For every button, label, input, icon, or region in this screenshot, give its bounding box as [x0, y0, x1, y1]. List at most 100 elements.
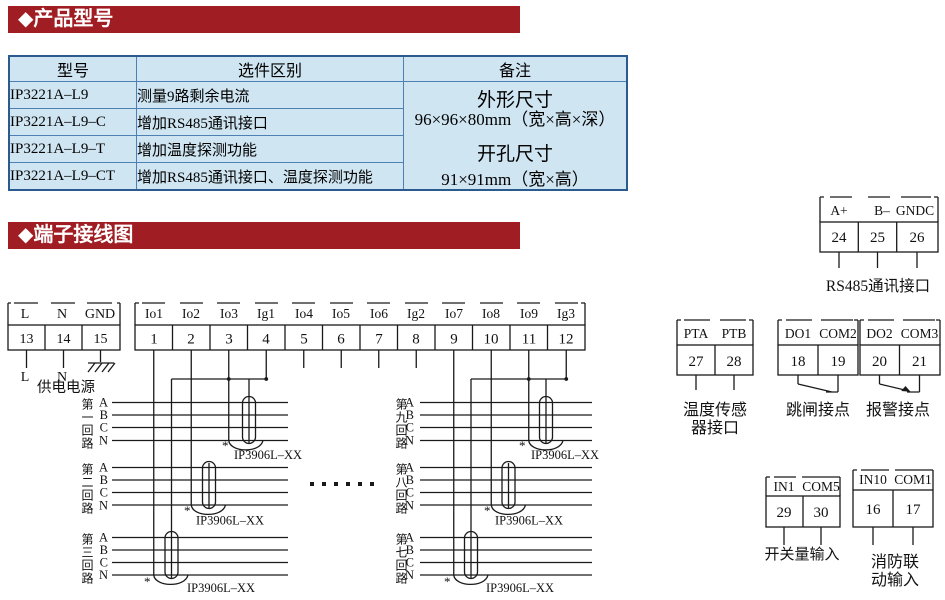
terminal-5: 5 [300, 332, 308, 348]
phase-a: A [99, 461, 108, 475]
phase-c: C [406, 556, 414, 570]
table-row: IP3221A–L9–CT 增加RS485通讯接口、温度探测功能 [8, 162, 627, 191]
phase-a: A [99, 531, 108, 545]
section-title-product-model: ◆产品型号 [8, 6, 520, 33]
circuit-label-3: 第三回路 [80, 533, 94, 585]
main-label-io2: Io2 [182, 306, 200, 321]
remark-line1: 外形尺寸 [476, 90, 553, 111]
circuit-label-7: 第七回路 [394, 533, 408, 585]
temp-label-pta: PTA [684, 326, 709, 341]
ground-symbol [87, 362, 116, 373]
terminal-12: 12 [559, 332, 574, 348]
terminal-11: 11 [522, 332, 536, 348]
ct8-label: IP3906L–XX [495, 514, 563, 528]
terminal-10: 10 [484, 332, 499, 348]
phase-c: C [406, 486, 414, 500]
rs485-caption: RS485通讯接口 [826, 277, 930, 295]
temp-caption-line2: 器接口 [691, 419, 739, 437]
terminal-8: 8 [412, 332, 420, 348]
power-label-l: L [21, 307, 30, 322]
phase-lines-left [112, 401, 288, 576]
main-label-io8: Io8 [482, 306, 500, 321]
main-block-label-sides [134, 303, 586, 325]
phase-a: A [99, 396, 108, 410]
alarm-contact-block [859, 319, 941, 393]
terminal-4: 4 [262, 332, 270, 348]
terminal-25: 25 [870, 230, 885, 246]
main-label-io3: Io3 [220, 306, 238, 321]
temp-sensor-block [676, 319, 754, 390]
ct-circuit-8 [490, 460, 527, 516]
ct2-label: IP3906L–XX [196, 514, 264, 528]
terminal-15: 15 [94, 332, 108, 347]
connector-right [470, 378, 567, 532]
ellipsis-dots [310, 482, 374, 486]
table-row: IP3221A–L9 测量9路剩余电流 外形尺寸 96×96×80mm（宽×高×… [8, 80, 628, 191]
ct7-polarity-mark: * [444, 574, 451, 589]
phase-a: A [405, 461, 414, 475]
product-model-table: 型号 选件区别 备注 IP3221A–L9 测量9路剩余电流 外形尺寸 96×9… [8, 55, 628, 191]
power-label-n: N [57, 307, 67, 322]
phase-b: B [100, 408, 108, 422]
option-cell: 增加RS485通讯接口 [136, 108, 404, 137]
ct3-polarity-mark: * [144, 574, 151, 589]
fire-label-in10: IN10 [859, 472, 887, 487]
phase-n: N [99, 499, 108, 513]
terminal-2: 2 [187, 332, 195, 348]
power-label-gnd: GND [85, 307, 115, 322]
col-header-model: 型号 [8, 55, 137, 82]
terminal-21: 21 [912, 354, 927, 370]
main-label-io4: Io4 [295, 306, 313, 321]
power-n-label: N [57, 370, 67, 385]
terminal-24: 24 [832, 230, 848, 246]
terminal-26: 26 [910, 230, 926, 246]
remark-line4: 91×91mm（宽×高） [441, 170, 589, 189]
terminal-13: 13 [20, 332, 34, 347]
circuit-label-8: 第八回路 [394, 463, 408, 515]
terminal-14: 14 [57, 332, 71, 347]
remark-line2: 96×96×80mm（宽×高×深） [414, 110, 616, 129]
junction-dots [226, 377, 569, 381]
phase-c: C [100, 486, 108, 500]
ct-circuit-9 [528, 379, 564, 451]
connector-left [170, 378, 267, 532]
col-header-option: 选件区别 [136, 55, 404, 82]
terminal-27: 27 [689, 354, 705, 370]
phase-b: B [406, 543, 414, 557]
switch-input-caption: 开关量输入 [764, 546, 839, 563]
terminal-17: 17 [906, 502, 922, 518]
terminal-9: 9 [450, 332, 458, 348]
phase-n: N [405, 434, 414, 448]
fire-input-block [852, 469, 934, 545]
ct1-label: IP3906L–XX [234, 448, 302, 462]
power-l-label: L [21, 370, 30, 385]
terminal-6: 6 [337, 332, 345, 348]
temp-label-ptb: PTB [722, 326, 747, 341]
alarm-label-com3: COM3 [901, 326, 939, 341]
temp-caption-line1: 温度传感 [683, 401, 747, 419]
ct-circuit-3 [153, 530, 189, 586]
model-cell: IP3221A–L9 [8, 80, 137, 110]
power-block-label-sides [7, 303, 121, 325]
circuit-label-2: 第二回路 [80, 463, 94, 515]
rs485-label-gndc: GNDC [896, 203, 934, 218]
rs485-block [819, 196, 939, 268]
model-cell: IP3221A–L9–T [8, 135, 137, 164]
section-title-wiring-diagram: ◆端子接线图 [8, 222, 520, 249]
ct9-label: IP3906L–XX [531, 448, 599, 462]
phase-b: B [100, 543, 108, 557]
ct8-polarity-mark: * [484, 503, 491, 518]
terminal-29: 29 [777, 505, 792, 521]
power-caption: 供电电源 [37, 379, 95, 396]
trip-contact-block [777, 319, 859, 393]
circuit-label-1: 第一回路 [80, 398, 94, 450]
main-label-io6: Io6 [370, 306, 388, 321]
trip-label-com2: COM2 [819, 326, 857, 341]
phase-n: N [99, 568, 108, 582]
ct9-polarity-mark: * [519, 438, 526, 453]
terminal-3: 3 [225, 332, 233, 348]
table-row: IP3221A–L9–T 增加温度探测功能 [8, 135, 627, 164]
switch-input-block [765, 476, 841, 545]
main-label-io9: Io9 [520, 306, 538, 321]
